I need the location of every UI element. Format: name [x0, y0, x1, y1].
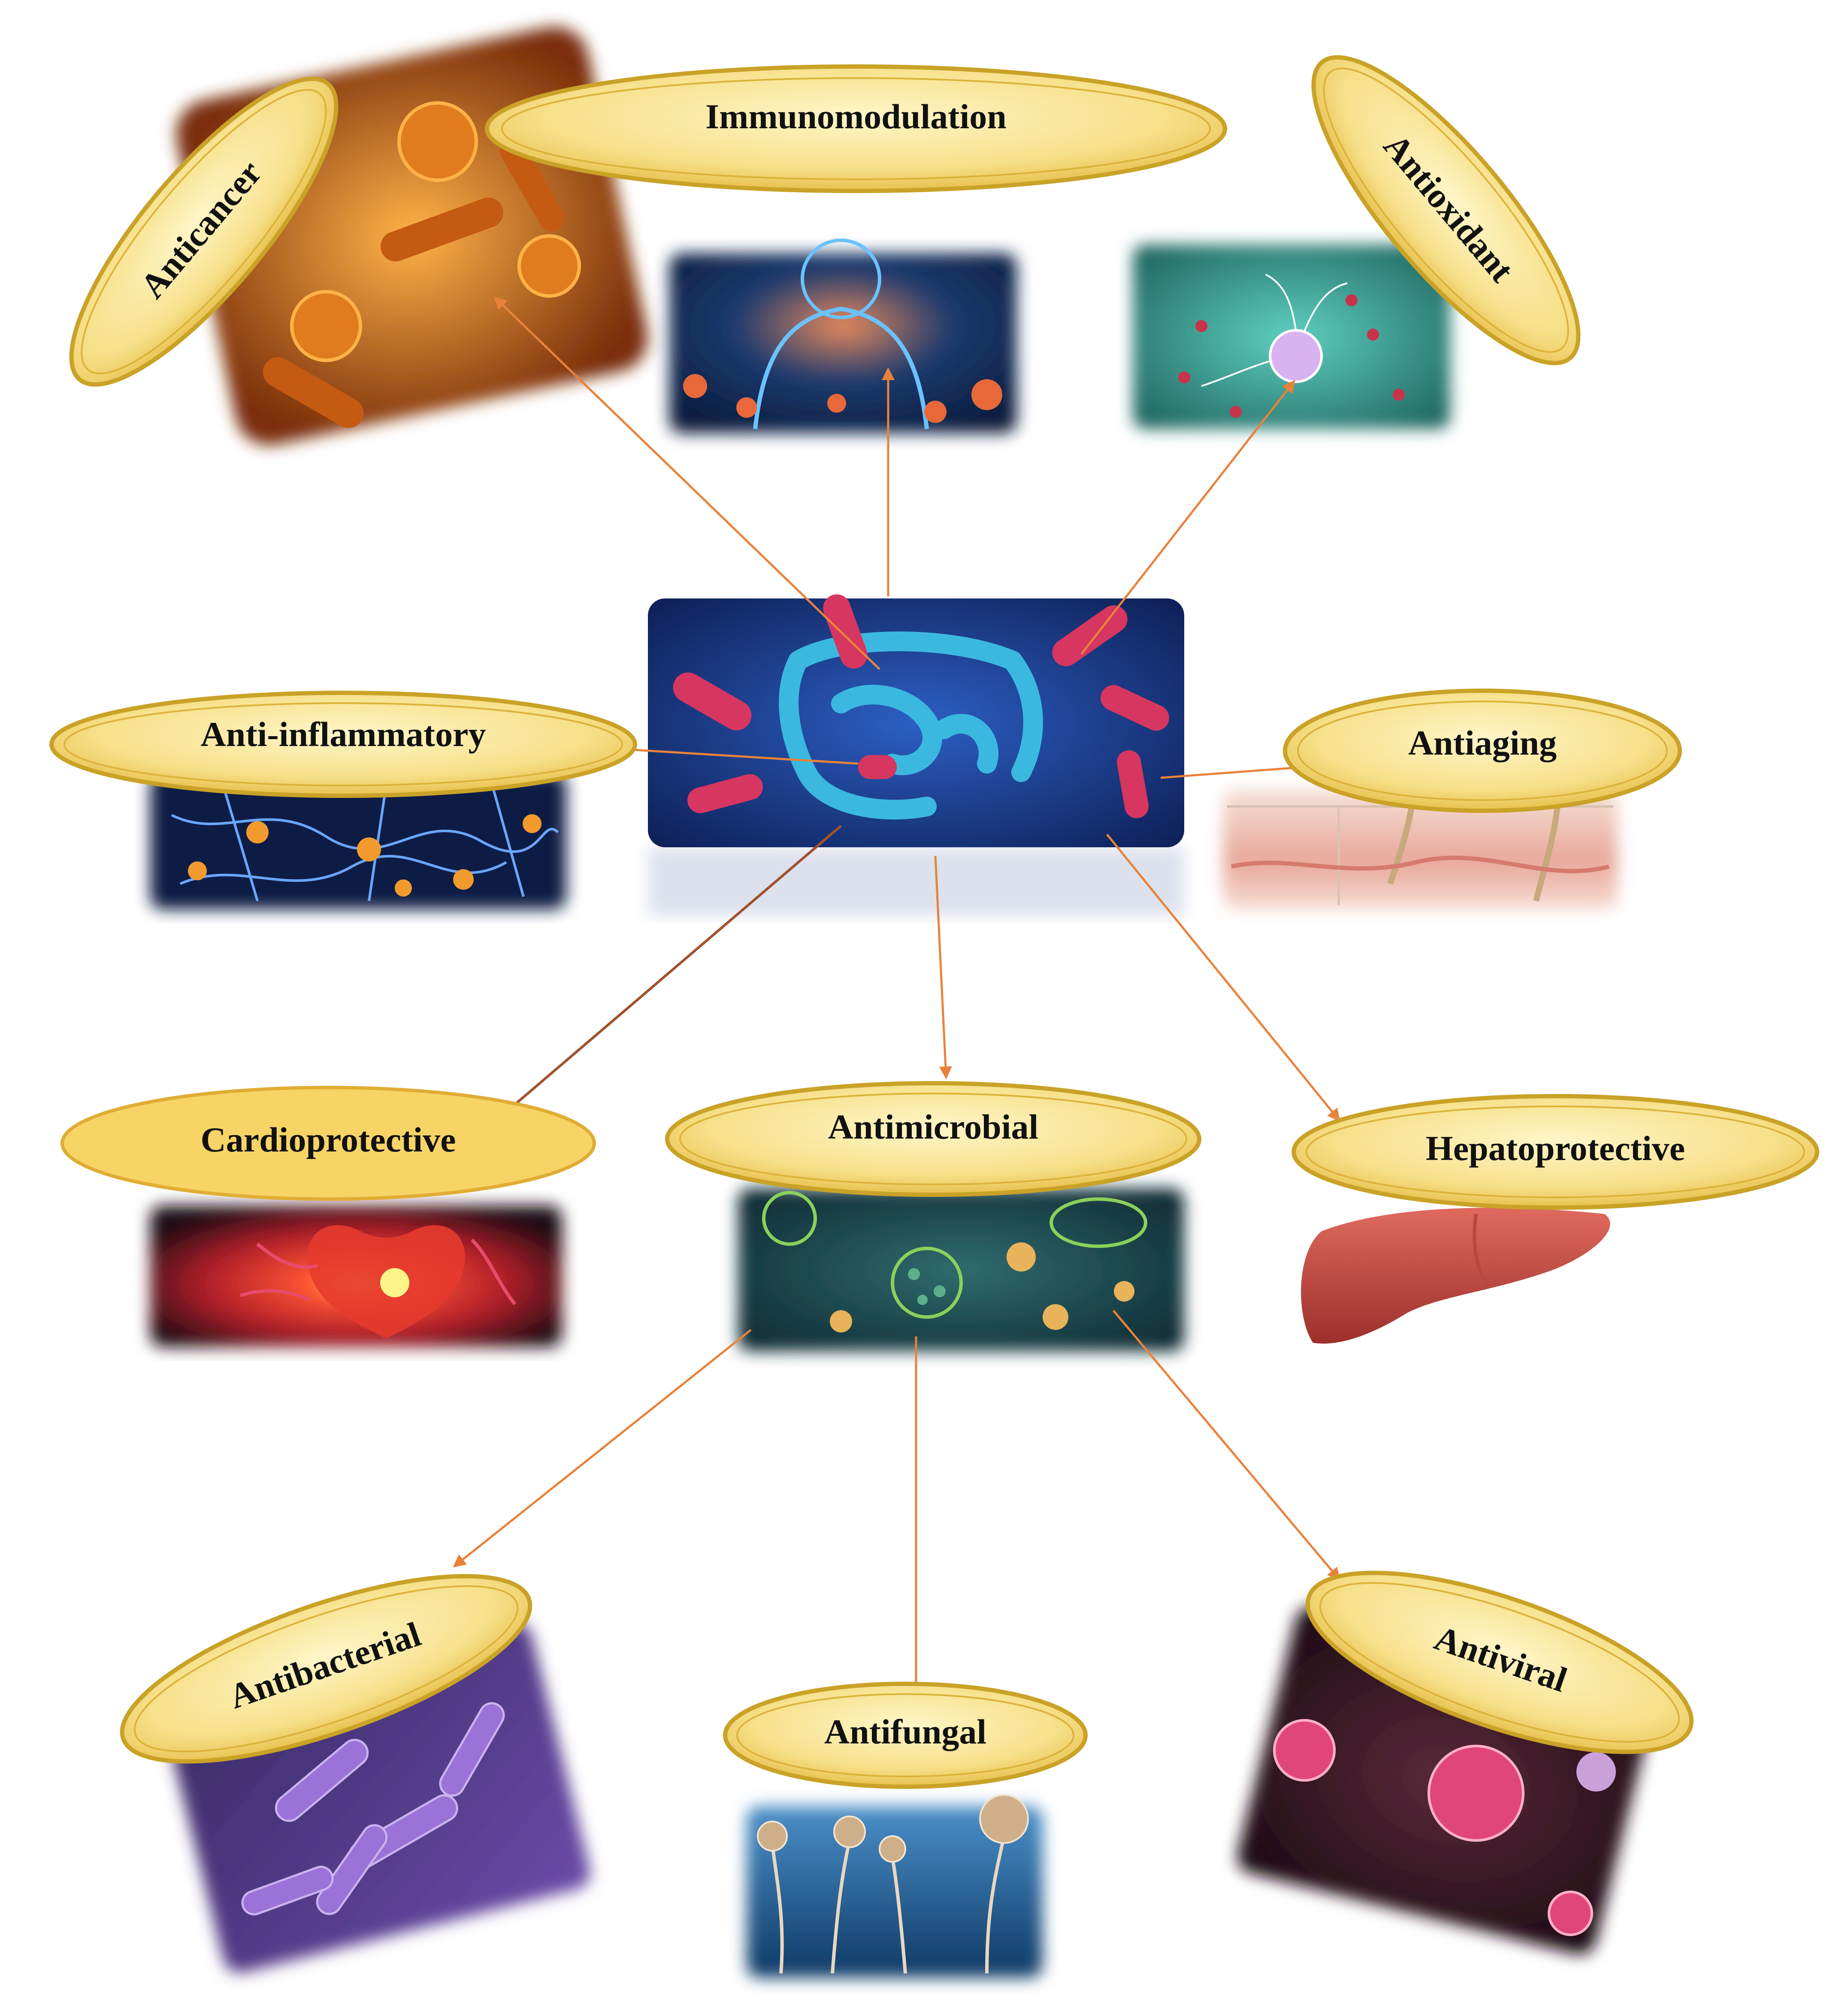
- node-antimicrobial: Antimicrobial: [665, 1081, 1201, 1197]
- node-anticancer: Anticancer: [69, 76, 339, 387]
- antimicrobial-image: [738, 1188, 1184, 1351]
- node-hepatoprotective: Hepatoprotective: [1291, 1094, 1819, 1210]
- antimicrobial-label: Antimicrobial: [828, 1107, 1038, 1146]
- anti-inflammatory-image: [150, 772, 566, 909]
- arrow-to-antiviral: [1113, 1310, 1340, 1581]
- immunomodulation-label: Immunomodulation: [705, 97, 1007, 136]
- antiaging-label: Antiaging: [1408, 723, 1557, 762]
- arrow-to-hepatoprotective: [1106, 834, 1340, 1122]
- arrows: [453, 296, 1340, 1695]
- arrow-to-antioxidant: [1080, 380, 1295, 655]
- arrow-to-antibacterial: [453, 1329, 752, 1568]
- antioxidant-image: [1133, 245, 1450, 429]
- immunomodulation-image: [669, 239, 1017, 433]
- arrow-to-cardioprotective: [471, 825, 842, 1142]
- node-antifungal: Antifungal: [723, 1682, 1088, 1789]
- node-immunomodulation: Immunomodulation: [485, 64, 1227, 193]
- node-anti-inflammatory: Anti-inflammatory: [49, 691, 637, 798]
- cardioprotective-image: [150, 1205, 562, 1347]
- antiaging-image: [1223, 789, 1618, 909]
- arrow-to-antimicrobial: [934, 855, 952, 1079]
- hepatoprotective-image: [1301, 1208, 1610, 1344]
- arrow-to-anticancer: [493, 296, 880, 670]
- node-antiaging: Antiaging: [1283, 689, 1682, 813]
- antifungal-label: Antifungal: [824, 1712, 986, 1751]
- anti-inflammatory-label: Anti-inflammatory: [200, 715, 486, 754]
- node-antibacterial: Antibacterial: [120, 1574, 532, 1764]
- node-antiviral: Antiviral: [1305, 1571, 1694, 1754]
- cardioprotective-label: Cardioprotective: [200, 1120, 456, 1159]
- hepatoprotective-label: Hepatoprotective: [1426, 1129, 1685, 1168]
- arrow-to-anti-inflammatory: [611, 743, 859, 765]
- node-cardioprotective: Cardioprotective: [60, 1086, 596, 1201]
- antifungal-image: [747, 1794, 1043, 1978]
- gut-microbiota-image: [648, 594, 1184, 916]
